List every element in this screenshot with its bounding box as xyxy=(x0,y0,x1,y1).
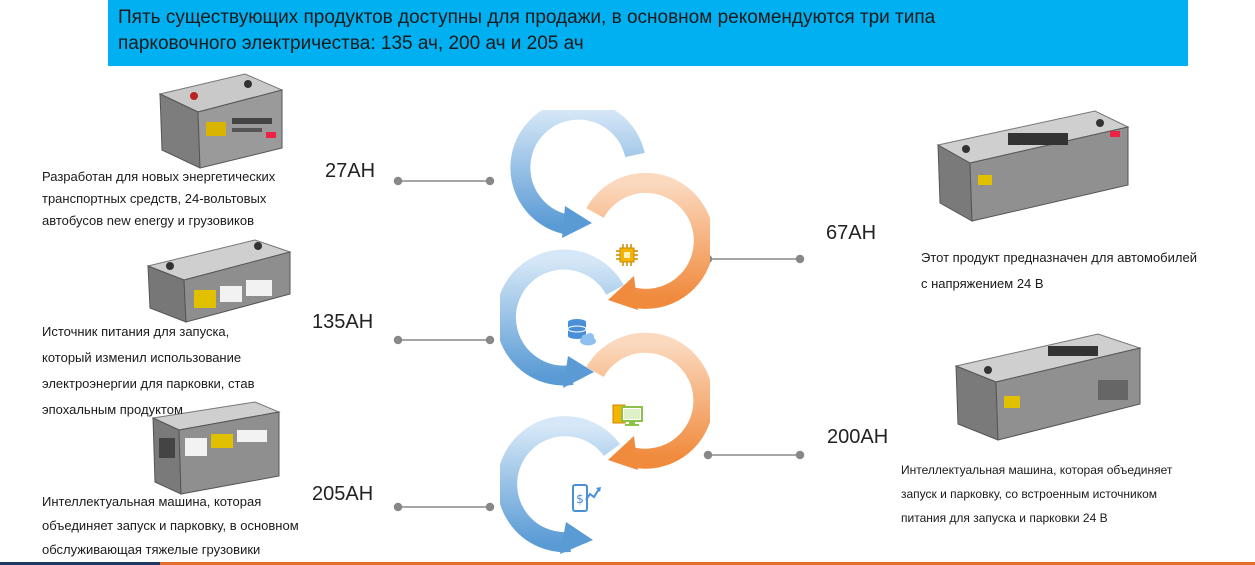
monitor-icon xyxy=(612,404,643,426)
battery-200ah-image xyxy=(954,333,1142,441)
desc-27ah-line-3: автобусов new energy и грузовиков xyxy=(42,213,254,228)
desc-27ah-line-1: Разработан для новых энергетических xyxy=(42,169,276,184)
capacity-27ah: 27AH xyxy=(325,160,376,182)
product-200ah-description: Интеллектуальная машина, которая объедин… xyxy=(901,458,1172,530)
footer-divider-accent xyxy=(0,562,160,565)
footer-divider xyxy=(0,562,1255,565)
arrow-orange-1 xyxy=(586,172,710,310)
capacity-67ah: 67AH xyxy=(826,222,877,244)
desc-135ah-line-1: Источник питания для запуска, xyxy=(42,324,230,339)
arrow-blue-3 xyxy=(500,416,621,554)
desc-200ah-line-2: запуск и парковку, со встроенным источни… xyxy=(901,487,1158,501)
banner-line-1: Пять существующих продуктов доступны для… xyxy=(118,7,936,28)
desc-205ah-line-2: объединяет запуск и парковку, в основном xyxy=(42,518,299,533)
desc-205ah-line-1: Интеллектуальная машина, которая xyxy=(42,494,262,509)
arrow-blue-1 xyxy=(510,110,645,238)
banner-line-2: парковочного электричества: 135 ач, 200 … xyxy=(118,33,584,54)
product-27ah-description: Разработан для новых энергетических тран… xyxy=(42,166,275,232)
database-cloud-icon xyxy=(567,319,596,346)
desc-67ah-line-1: Этот продукт предназначен для автомобиле… xyxy=(921,250,1197,265)
desc-135ah-line-4: эпохальным продуктом xyxy=(42,402,183,417)
battery-67ah-image xyxy=(936,110,1130,222)
product-135ah-description: Источник питания для запуска, который из… xyxy=(42,319,254,423)
phone-dollar-icon: $ xyxy=(572,484,601,512)
desc-200ah-line-1: Интеллектуальная машина, которая объедин… xyxy=(901,463,1173,477)
capacity-200ah: 200AH xyxy=(827,426,889,448)
capacity-205ah: 205AH xyxy=(312,483,374,505)
desc-135ah-line-3: электроэнергии для парковки, став xyxy=(42,376,255,391)
title-banner: Пять существующих продуктов доступны для… xyxy=(108,0,1188,66)
arrow-blue-2 xyxy=(500,249,624,388)
desc-135ah-line-2: который изменил использование xyxy=(42,350,242,365)
desc-200ah-line-3: питания для запуска и парковки 24 В xyxy=(901,511,1108,525)
product-205ah-description: Интеллектуальная машина, которая объедин… xyxy=(42,490,299,562)
battery-205ah-image xyxy=(151,401,281,495)
svg-text:$: $ xyxy=(576,492,584,506)
capacity-135ah: 135AH xyxy=(312,311,374,333)
battery-27ah-image xyxy=(158,73,284,169)
chip-icon xyxy=(616,244,638,266)
desc-205ah-line-3: обслуживающая тяжелые грузовики xyxy=(42,542,261,557)
desc-67ah-line-2: с напряжением 24 В xyxy=(921,276,1044,291)
arrow-orange-2 xyxy=(586,332,710,470)
curved-arrow-flow xyxy=(500,110,710,554)
desc-27ah-line-2: транспортных средств, 24-вольтовых xyxy=(42,191,267,206)
product-67ah-description: Этот продукт предназначен для автомобиле… xyxy=(921,245,1197,297)
battery-135ah-image xyxy=(146,239,292,323)
